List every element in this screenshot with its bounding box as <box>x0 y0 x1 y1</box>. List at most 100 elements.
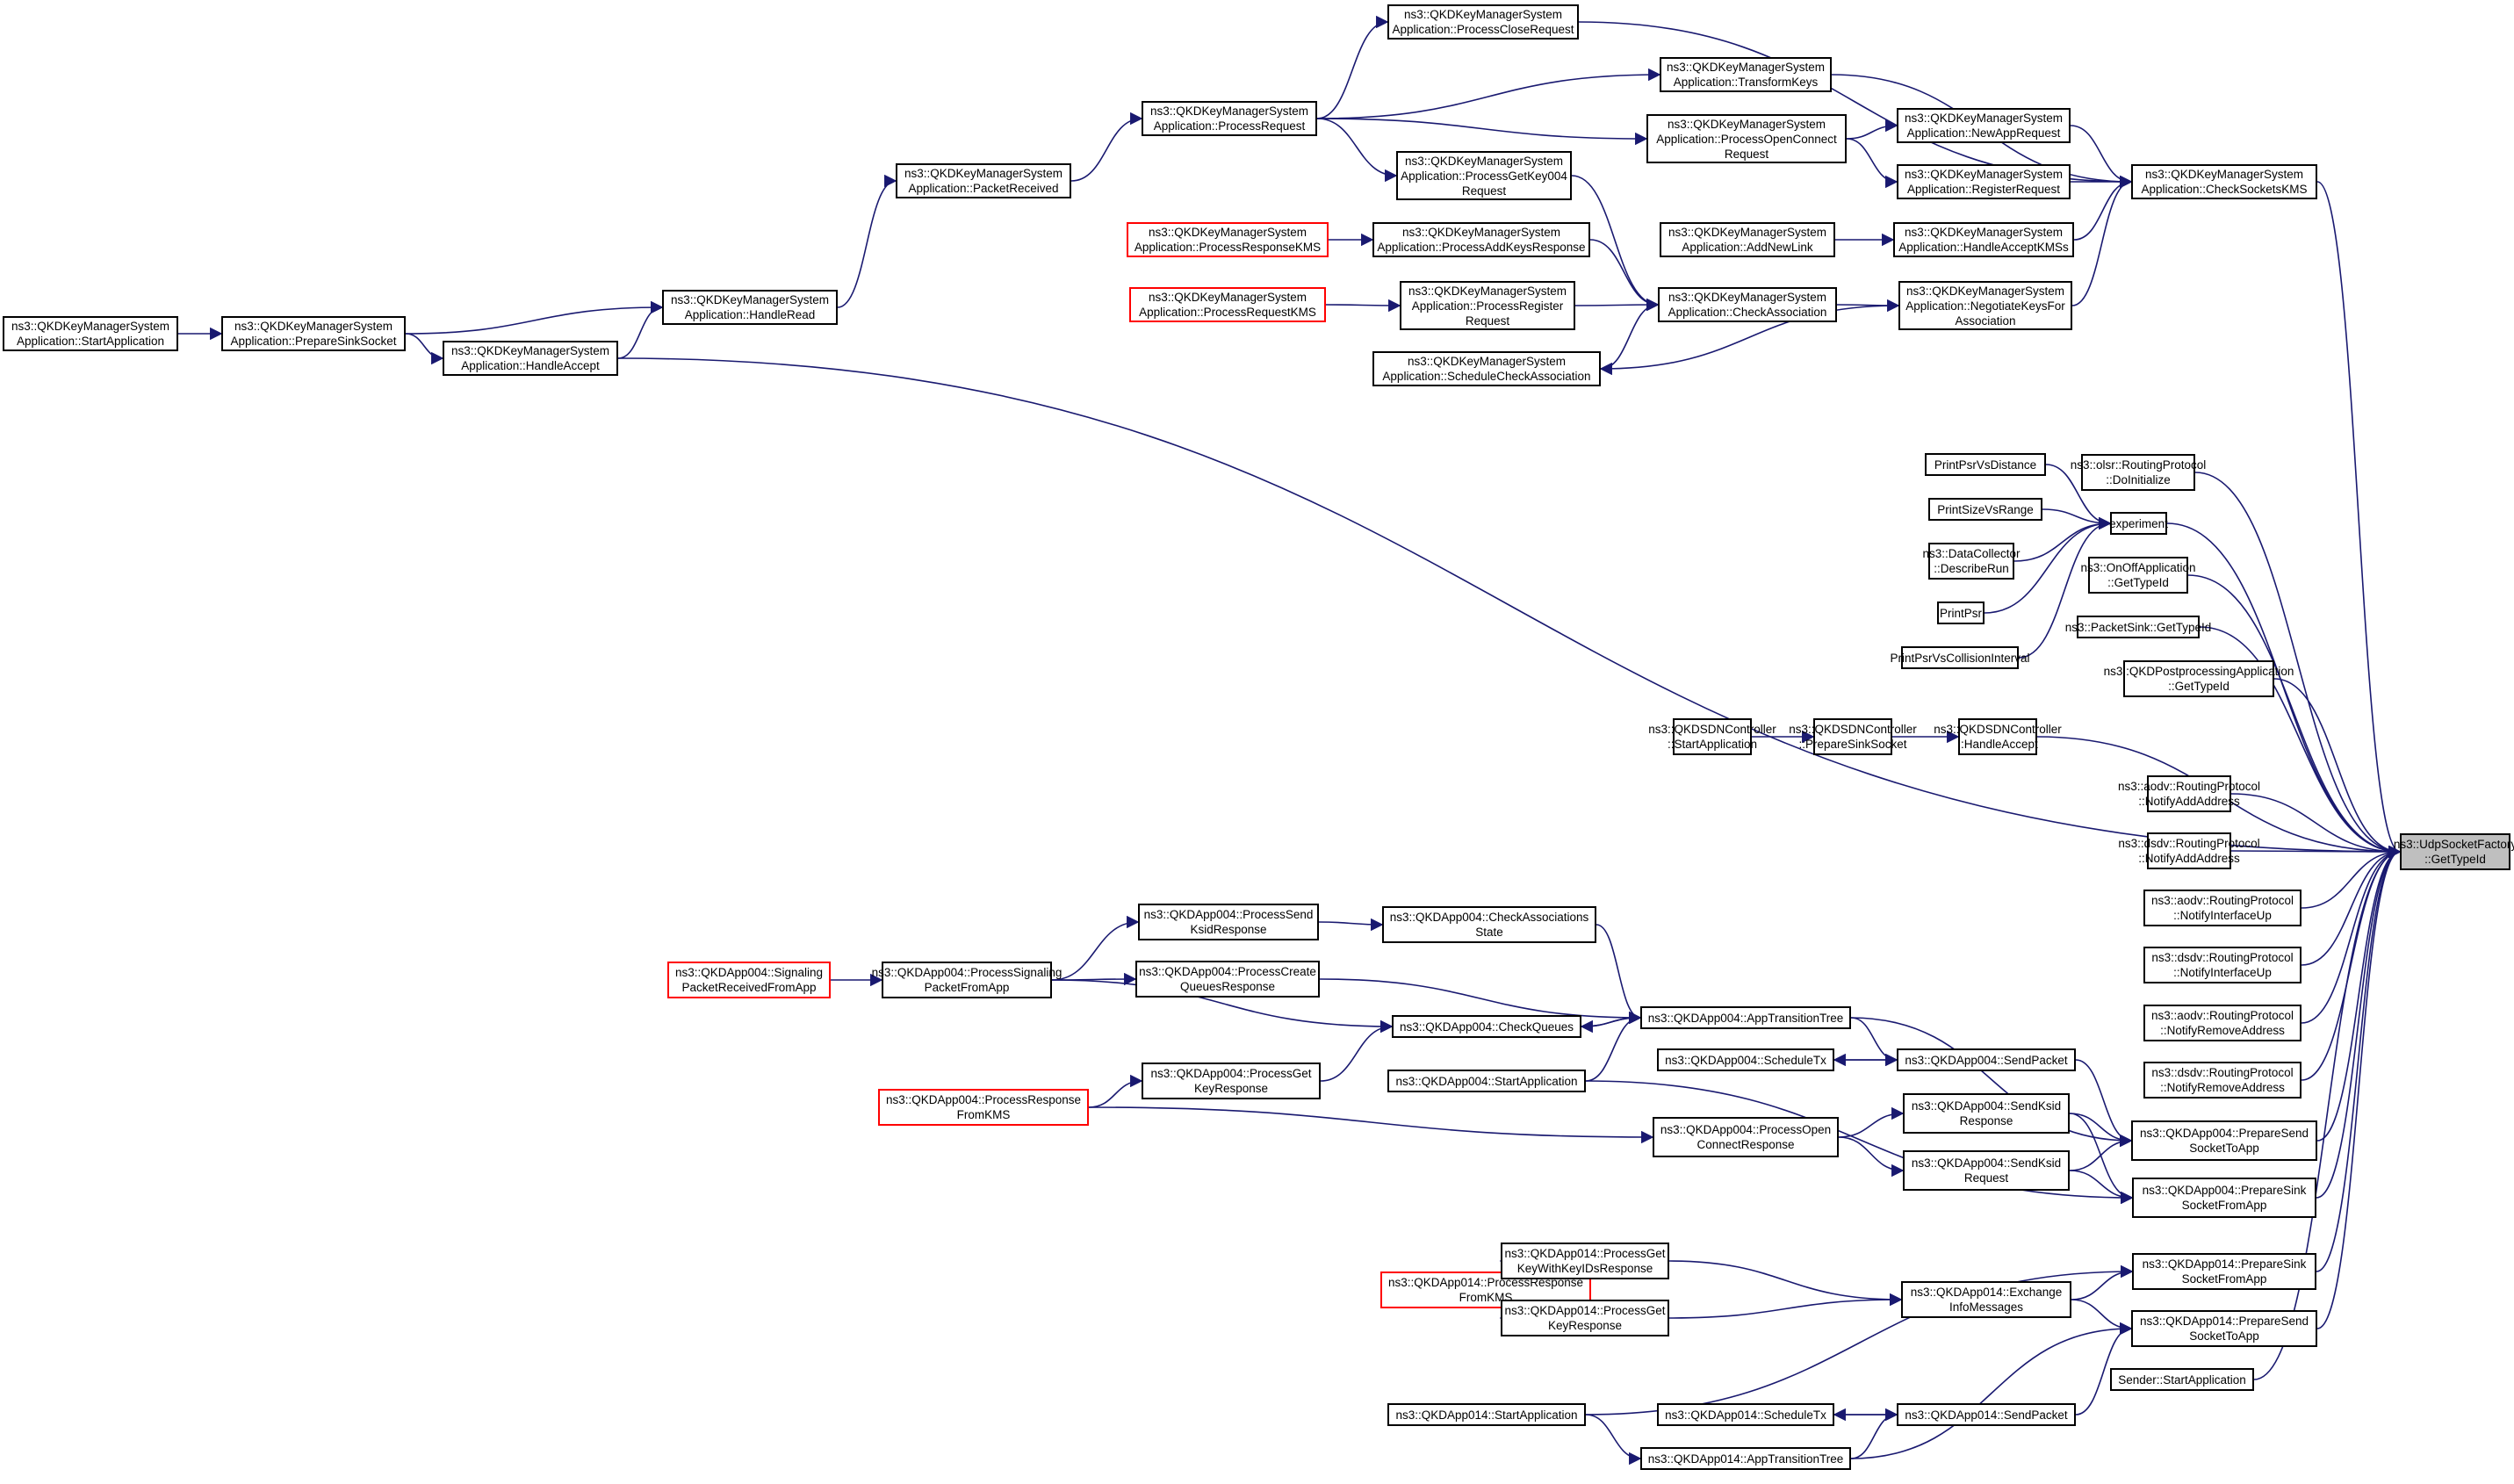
node-data-collector-describe-run[interactable]: ns3::DataCollector ::DescribeRun <box>1922 543 2021 580</box>
node-kms-negotiate-keys-for-association[interactable]: ns3::QKDKeyManagerSystem Application::Ne… <box>1898 281 2072 330</box>
node-kms-packet-received[interactable]: ns3::QKDKeyManagerSystem Application::Pa… <box>896 163 1071 198</box>
call-edge-a4_apptree-to-a4_prepsend <box>1850 1017 2133 1148</box>
node-kms-new-app-request[interactable]: ns3::QKDKeyManagerSystem Application::Ne… <box>1897 108 2071 143</box>
call-edge-kms_accept-to-udp <box>617 357 2402 859</box>
node-qkd-postprocessing-application-get-type-id[interactable]: ns3::QKDPostprocessingApplication ::GetT… <box>2104 660 2294 697</box>
node-kms-process-add-keys-response[interactable]: ns3::QKDKeyManagerSystem Application::Pr… <box>1372 222 1590 257</box>
node-kms-process-open-connect-request[interactable]: ns3::QKDKeyManagerSystem Application::Pr… <box>1646 114 1847 163</box>
node-kms-schedule-check-association[interactable]: ns3::QKDKeyManagerSystem Application::Sc… <box>1372 351 1601 386</box>
call-edge-qkdpost-to-udp <box>2273 678 2402 859</box>
node-print-psr-vs-collision-interval[interactable]: PrintPsrVsCollisionInterval <box>1890 646 2030 669</box>
node-qkdapp004-process-signaling-packet[interactable]: ns3::QKDApp004::ProcessSignaling PacketF… <box>872 962 1062 998</box>
node-qkdapp004-send-ksid-request[interactable]: ns3::QKDApp004::SendKsid Request <box>1903 1150 2070 1191</box>
call-edge-a4_start-to-a4_apptree <box>1585 1011 1642 1082</box>
node-qkdapp014-prepare-send-socket-to-app[interactable]: ns3::QKDApp014::PrepareSend SocketToApp <box>2131 1310 2317 1347</box>
node-qkdapp004-start-application[interactable]: ns3::QKDApp004::StartApplication <box>1387 1070 1586 1092</box>
node-qkdapp004-process-open-connect-response[interactable]: ns3::QKDApp004::ProcessOpen ConnectRespo… <box>1653 1117 1839 1157</box>
call-edge-a4_procsignal-to-a4_sendksidresp_p <box>1051 915 1140 981</box>
node-kms-transform-keys[interactable]: ns3::QKDKeyManagerSystem Application::Tr… <box>1660 57 1832 92</box>
call-edge-a4_respkms-to-a4_getkeyresp <box>1088 1074 1143 1108</box>
node-qkdapp004-process-create-queues-response[interactable]: ns3::QKDApp004::ProcessCreate QueuesResp… <box>1135 961 1320 998</box>
node-kms-handle-accept-kmss[interactable]: ns3::QKDKeyManagerSystem Application::Ha… <box>1893 222 2074 257</box>
node-qkdapp004-check-queues[interactable]: ns3::QKDApp004::CheckQueues <box>1392 1015 1581 1038</box>
node-kms-start-application[interactable]: ns3::QKDKeyManagerSystem Application::St… <box>3 316 178 351</box>
node-kms-process-request-kms[interactable]: ns3::QKDKeyManagerSystem Application::Pr… <box>1129 287 1326 322</box>
node-aodv-routing-notify-interface-up[interactable]: ns3::aodv::RoutingProtocol ::NotifyInter… <box>2143 890 2301 926</box>
node-kms-process-close-request[interactable]: ns3::QKDKeyManagerSystem Application::Pr… <box>1387 4 1579 40</box>
call-edge-psr-to-experiment <box>1984 516 2112 614</box>
node-dsdv-routing-notify-remove-address[interactable]: ns3::dsdv::RoutingProtocol ::NotifyRemov… <box>2143 1062 2301 1099</box>
node-qkdapp004-signaling-packet-received[interactable]: ns3::QKDApp004::Signaling PacketReceived… <box>667 962 831 998</box>
node-kms-process-request[interactable]: ns3::QKDKeyManagerSystem Application::Pr… <box>1142 101 1317 136</box>
node-qkdapp004-send-packet[interactable]: ns3::QKDApp004::SendPacket <box>1897 1048 2076 1071</box>
call-edge-aodv_add-to-udp <box>2230 793 2402 859</box>
call-edge-kms_addkeys-to-kms_checkassoc <box>1589 239 1660 312</box>
call-edge-kms_negotiate-to-kms_checksockets <box>2071 175 2133 306</box>
node-print-size-vs-range[interactable]: PrintSizeVsRange <box>1928 498 2042 521</box>
node-qkdapp004-process-get-key-response[interactable]: ns3::QKDApp004::ProcessGet KeyResponse <box>1142 1063 1321 1099</box>
call-edge-a4_sendksidresp_p-to-a4_checkassocstate <box>1318 918 1384 932</box>
call-edge-a14_apptree-to-a14_sendpkt <box>1850 1408 1898 1459</box>
call-edge-a4_sendksidreq-to-a4_prepsink <box>2069 1170 2134 1205</box>
node-experiment[interactable]: experiment <box>2109 512 2168 535</box>
node-qkdapp014-exchange-info-messages[interactable]: ns3::QKDApp014::Exchange InfoMessages <box>1901 1281 2071 1318</box>
call-edge-kms_openconn-to-kms_register <box>1846 138 1898 189</box>
node-aodv-routing-notify-remove-address[interactable]: ns3::aodv::RoutingProtocol ::NotifyRemov… <box>2143 1005 2301 1041</box>
node-kms-process-getkey004-request[interactable]: ns3::QKDKeyManagerSystem Application::Pr… <box>1396 151 1572 200</box>
node-qkdapp014-start-application[interactable]: ns3::QKDApp014::StartApplication <box>1387 1403 1586 1426</box>
call-edge-olsr_init-to-udp <box>2194 472 2402 859</box>
call-edge-kms_procreq-to-kms_getkey004 <box>1316 118 1398 183</box>
node-kms-check-association[interactable]: ns3::QKDKeyManagerSystem Application::Ch… <box>1658 287 1837 322</box>
call-edge-kms_negotiate-to-kms_schedassoc <box>1599 305 1899 376</box>
node-kms-check-sockets[interactable]: ns3::QKDKeyManagerSystem Application::Ch… <box>2131 164 2317 199</box>
node-qkdapp004-prepare-sink-socket-from-app[interactable]: ns3::QKDApp004::PrepareSink SocketFromAp… <box>2132 1178 2316 1218</box>
node-sdn-prepare-sink-socket[interactable]: ns3::QKDSDNController ::PrepareSinkSocke… <box>1789 718 1917 755</box>
node-kms-handle-read[interactable]: ns3::QKDKeyManagerSystem Application::Ha… <box>662 290 838 325</box>
call-edge-kms_checksockets-to-udp <box>2316 181 2402 858</box>
call-edge-a4_respkms-to-a4_openconn <box>1088 1106 1654 1144</box>
node-packet-sink-get-type-id[interactable]: ns3::PacketSink::GetTypeId <box>2065 616 2211 638</box>
node-kms-handle-accept[interactable]: ns3::QKDKeyManagerSystem Application::Ha… <box>443 341 618 376</box>
node-kms-process-register-request[interactable]: ns3::QKDKeyManagerSystem Application::Pr… <box>1400 281 1575 330</box>
call-edge-kms_schedassoc-to-kms_checkassoc <box>1600 298 1660 370</box>
node-qkdapp014-get-key-with-key-ids[interactable]: ns3::QKDApp014::ProcessGet KeyWithKeyIDs… <box>1501 1243 1669 1279</box>
node-dsdv-routing-notify-interface-up[interactable]: ns3::dsdv::RoutingProtocol ::NotifyInter… <box>2143 947 2301 983</box>
call-edge-onoff-to-udp <box>2187 574 2402 859</box>
node-sdn-handle-accept[interactable]: ns3::QKDSDNController ::HandleAccept <box>1934 718 2062 755</box>
focus-node-udp-socket-factory-get-type-id[interactable]: ns3::UdpSocketFactory ::GetTypeId <box>2394 833 2514 870</box>
call-edge-kms_procreq-to-kms_transform <box>1316 68 1661 119</box>
node-dsdv-routing-notify-add-address[interactable]: ns3::dsdv::RoutingProtocol ::NotifyAddAd… <box>2118 832 2260 869</box>
node-kms-register-request[interactable]: ns3::QKDKeyManagerSystem Application::Re… <box>1897 164 2071 199</box>
node-qkdapp004-check-associations-state[interactable]: ns3::QKDApp004::CheckAssociations State <box>1382 906 1596 943</box>
node-qkdapp004-schedule-tx[interactable]: ns3::QKDApp004::ScheduleTx <box>1657 1048 1834 1071</box>
call-edge-dsdv_add-to-udp <box>2230 845 2402 859</box>
node-qkdapp004-process-response-from-kms[interactable]: ns3::QKDApp004::ProcessResponse FromKMS <box>878 1089 1089 1126</box>
node-qkdapp014-process-get-key-response[interactable]: ns3::QKDApp014::ProcessGet KeyResponse <box>1501 1300 1669 1336</box>
call-edge-a14_exchange-to-a14_prepsink <box>2071 1264 2134 1300</box>
node-qkdapp014-schedule-tx[interactable]: ns3::QKDApp014::ScheduleTx <box>1657 1403 1834 1426</box>
node-print-psr-vs-distance[interactable]: PrintPsrVsDistance <box>1925 453 2046 476</box>
call-edge-aodv_rm-to-udp <box>2301 845 2402 1024</box>
node-kms-add-new-link[interactable]: ns3::QKDKeyManagerSystem Application::Ad… <box>1660 222 1835 257</box>
node-qkdapp014-app-transition-tree[interactable]: ns3::QKDApp014::AppTransitionTree <box>1640 1447 1851 1470</box>
call-edge-kms_prepsink-to-kms_read <box>405 300 664 335</box>
node-qkdapp004-prepare-send-socket[interactable]: ns3::QKDApp004::PrepareSend SocketToApp <box>2131 1120 2317 1161</box>
node-sdn-start-application[interactable]: ns3::QKDSDNController ::StartApplication <box>1648 718 1776 755</box>
call-edge-a4_prepsink-to-udp <box>2316 845 2402 1199</box>
call-edge-kms_procreg-to-kms_checkassoc <box>1574 298 1660 312</box>
node-olsr-do-initialize[interactable]: ns3::olsr::RoutingProtocol ::DoInitializ… <box>2071 454 2206 491</box>
node-qkdapp014-prepare-sink-socket-from-app[interactable]: ns3::QKDApp014::PrepareSink SocketFromAp… <box>2132 1253 2316 1290</box>
node-qkdapp004-process-send-ksid-response[interactable]: ns3::QKDApp004::ProcessSend KsidResponse <box>1138 904 1319 940</box>
node-kms-prepare-sink-socket[interactable]: ns3::QKDKeyManagerSystem Application::Pr… <box>221 316 406 351</box>
node-qkdapp014-send-packet[interactable]: ns3::QKDApp014::SendPacket <box>1897 1403 2076 1426</box>
node-qkdapp004-app-transition-tree[interactable]: ns3::QKDApp004::AppTransitionTree <box>1640 1006 1851 1029</box>
node-aodv-routing-notify-add-address[interactable]: ns3::aodv::RoutingProtocol ::NotifyAddAd… <box>2118 775 2260 812</box>
call-edge-a14_getkey-to-a14_exchange <box>1668 1293 1903 1319</box>
call-edge-kms_procreq-to-kms_close <box>1316 15 1389 119</box>
call-edge-a4_checkassocstate-to-a4_apptree <box>1596 924 1642 1025</box>
node-qkdapp004-send-ksid-response[interactable]: ns3::QKDApp004::SendKsid Response <box>1903 1093 2070 1134</box>
node-kms-process-response-kms[interactable]: ns3::QKDKeyManagerSystem Application::Pr… <box>1127 222 1329 257</box>
node-sender-startapplication[interactable]: Sender::StartApplication <box>2110 1368 2254 1391</box>
node-onoff-get-type-id[interactable]: ns3::OnOffApplication ::GetTypeId <box>2080 557 2196 594</box>
node-print-psr[interactable]: PrintPsr <box>1937 602 1985 624</box>
